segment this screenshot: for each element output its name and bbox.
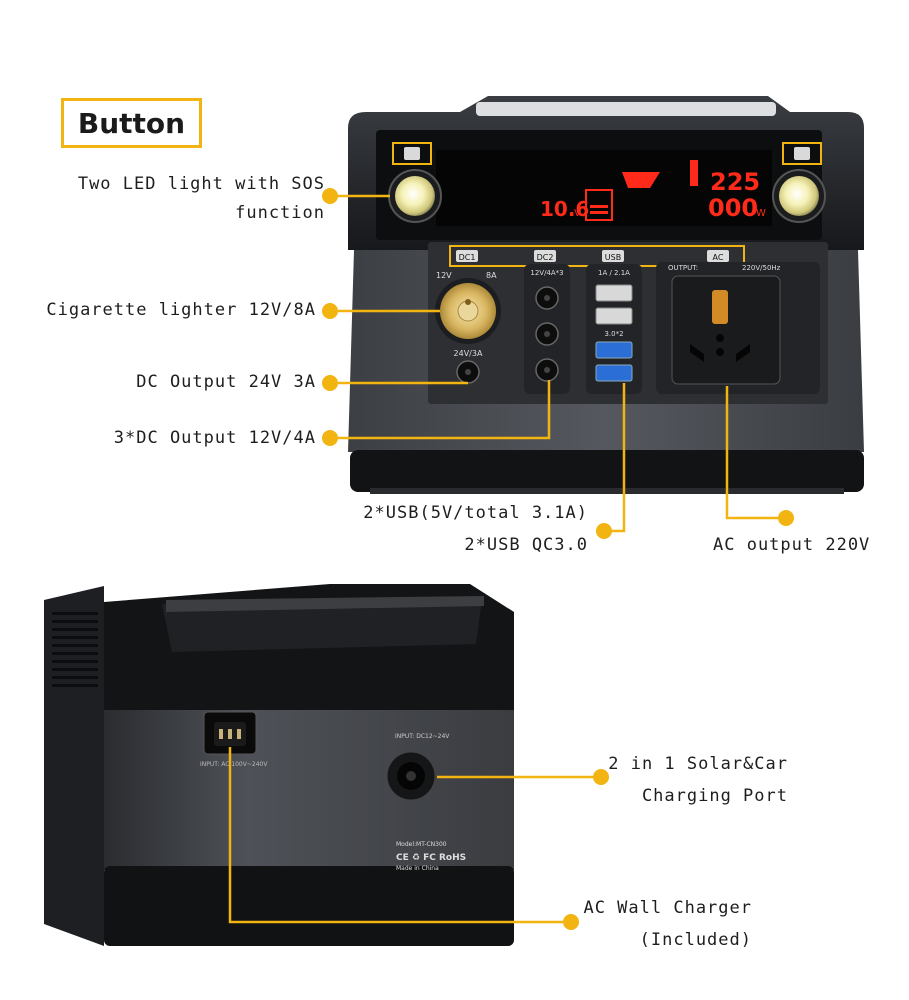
- model-label: Model:MT-CN300: [396, 841, 447, 848]
- qc-port-1: [595, 341, 633, 359]
- callout-solar-line2: Charging Port: [641, 786, 788, 806]
- title-box: Button: [61, 98, 202, 148]
- battery-level: [590, 205, 608, 208]
- made-in-label: Made in China: [396, 865, 439, 872]
- dc-input-label: INPUT: DC12~24V: [395, 733, 450, 740]
- dc1-label: DC1: [459, 253, 476, 262]
- cert-logos: CE ♻ FC RoHS: [396, 853, 466, 863]
- dc2-label: DC2: [537, 253, 554, 262]
- back-unit: INPUT: AC 100V~240V INPUT: DC12~24V Mode…: [44, 584, 514, 946]
- lcd-left-unit: V: [574, 208, 581, 219]
- callout-solar: 2 in 1 Solar&Car Charging Port: [600, 748, 788, 812]
- back-callout-dots: [563, 769, 609, 930]
- ac-shutter: [712, 290, 728, 324]
- usb-port-2: [595, 307, 633, 325]
- back-face: [104, 710, 514, 870]
- callout-cigarette: Cigarette lighter 12V/8A: [46, 300, 316, 320]
- qc-spec: 3.0*2: [604, 330, 623, 338]
- led-button-highlight-left: [392, 142, 432, 165]
- usb-port-1: [595, 284, 633, 302]
- dc1-amp: 8A: [486, 271, 497, 280]
- led-button-highlight-right: [782, 142, 822, 165]
- ac-spec: 220V/50Hz: [742, 264, 781, 272]
- callout-wall-line2: (Included): [639, 930, 752, 950]
- callout-usb: 2*USB(5V/total 3.1A): [363, 503, 588, 523]
- callout-led-line2: function: [235, 203, 325, 223]
- back-callout-lines: [228, 747, 598, 924]
- callout-wall: AC Wall Charger (Included): [560, 892, 752, 956]
- qc-port-2: [595, 364, 633, 382]
- dc24-label: 24V/3A: [454, 349, 483, 358]
- dc1-volt: 12V: [436, 271, 452, 280]
- callout-ac: AC output 220V: [713, 535, 871, 555]
- lcd-top-value: 225: [710, 168, 760, 196]
- callout-solar-line1: 2 in 1 Solar&Car: [608, 754, 788, 774]
- handle: [162, 600, 482, 652]
- plug-icon: [622, 172, 660, 188]
- usb-label: USB: [605, 253, 621, 262]
- led-button-left: [404, 147, 420, 160]
- dc12-ports: [535, 286, 559, 382]
- front-unit: 10.6 V 225 000 W DC1 DC2 USB AC 12V 8A: [348, 96, 864, 494]
- ac-label: AC: [713, 253, 724, 262]
- handle: [476, 102, 776, 116]
- led-light-right: [772, 169, 826, 223]
- title: Button: [77, 106, 186, 140]
- callout-wall-line1: AC Wall Charger: [583, 898, 752, 918]
- ac-output-label: OUTPUT:: [668, 264, 698, 272]
- callout-led-line1: Two LED light with SOS: [77, 174, 325, 194]
- callout-qc: 2*USB QC3.0: [464, 535, 588, 555]
- callout-led: Two LED light with SOS function: [30, 170, 325, 228]
- led-button-right: [794, 147, 810, 160]
- ac-input-label: INPUT: AC 100V~240V: [200, 761, 268, 768]
- led-light-left: [388, 169, 442, 223]
- lcd-readout: [585, 160, 698, 221]
- dc2-spec: 12V/4A*3: [530, 269, 563, 277]
- side-vents: [52, 612, 98, 687]
- lcd-bottom-value: 000: [708, 194, 758, 222]
- lcd-bottom-unit: W: [756, 208, 766, 219]
- callout-dc12: 3*DC Output 12V/4A: [113, 428, 316, 448]
- temp-icon: [690, 160, 698, 186]
- lcd-left-value: 10.6: [540, 197, 589, 221]
- callout-dc24: DC Output 24V 3A: [136, 372, 316, 392]
- callout-dots: [322, 188, 794, 539]
- battery-icon: [585, 189, 613, 221]
- usb-spec: 1A / 2.1A: [598, 269, 630, 277]
